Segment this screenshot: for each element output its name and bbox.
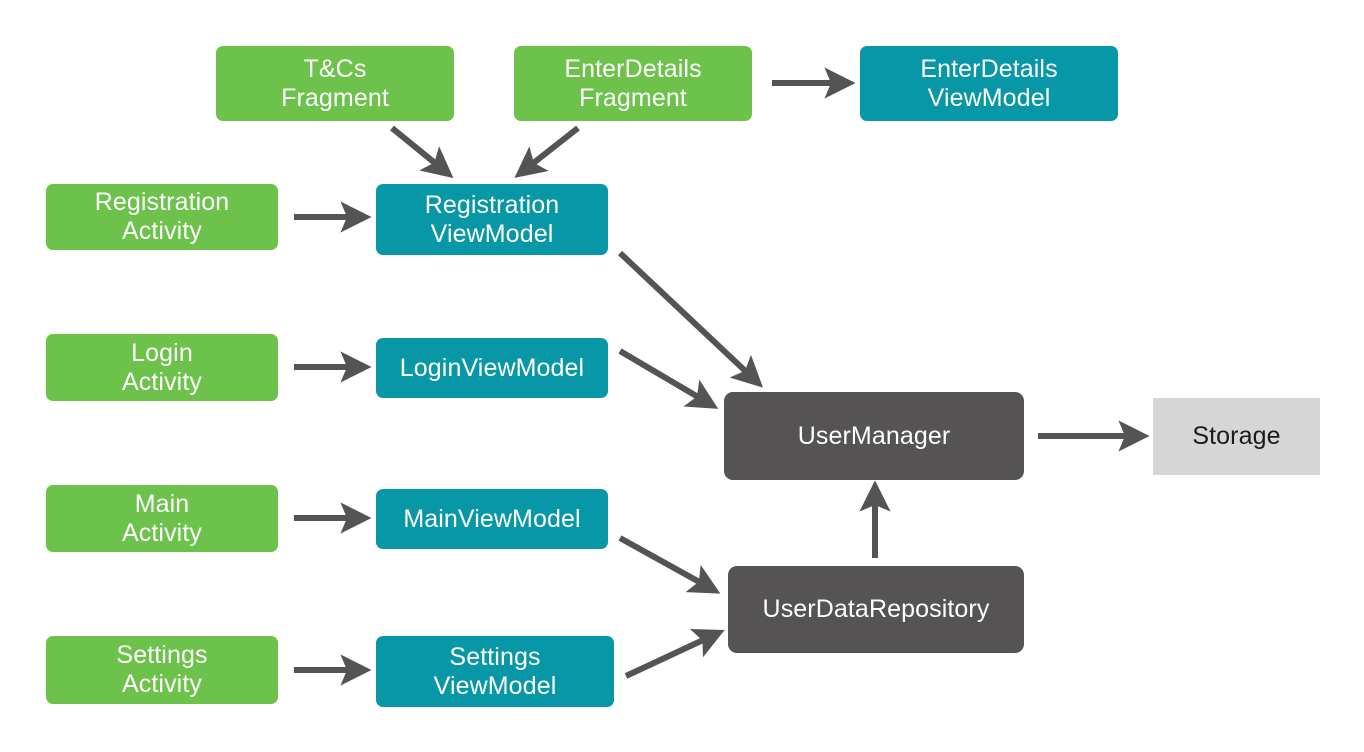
node-registration-viewmodel[interactable]: Registration ViewModel: [376, 184, 608, 255]
node-login-viewmodel[interactable]: LoginViewModel: [376, 338, 608, 398]
node-user-manager[interactable]: UserManager: [724, 392, 1024, 480]
node-user-data-repository[interactable]: UserDataRepository: [728, 566, 1024, 653]
node-main-activity[interactable]: Main Activity: [46, 485, 278, 552]
node-settings-viewmodel[interactable]: Settings ViewModel: [376, 636, 614, 707]
node-settings-activity[interactable]: Settings Activity: [46, 636, 278, 704]
edge-tcs-to-registration-vm: [390, 125, 454, 179]
edge-registration-vm-to-user-manager: [617, 250, 763, 388]
node-main-viewmodel[interactable]: MainViewModel: [376, 489, 608, 549]
node-registration-activity[interactable]: Registration Activity: [46, 184, 278, 250]
edge-settings-vm-to-repository: [624, 628, 725, 679]
node-tcs-fragment[interactable]: T&Cs Fragment: [216, 46, 454, 121]
node-enterdetails-fragment[interactable]: EnterDetails Fragment: [514, 46, 752, 121]
node-login-activity[interactable]: Login Activity: [46, 334, 278, 401]
edge-enterdetails-frag-to-registration-vm: [514, 125, 580, 178]
edge-main-vm-to-repository: [618, 535, 721, 594]
node-storage[interactable]: Storage: [1153, 398, 1320, 475]
node-enterdetails-viewmodel[interactable]: EnterDetails ViewModel: [860, 46, 1118, 121]
edge-login-vm-to-user-manager: [618, 348, 719, 409]
